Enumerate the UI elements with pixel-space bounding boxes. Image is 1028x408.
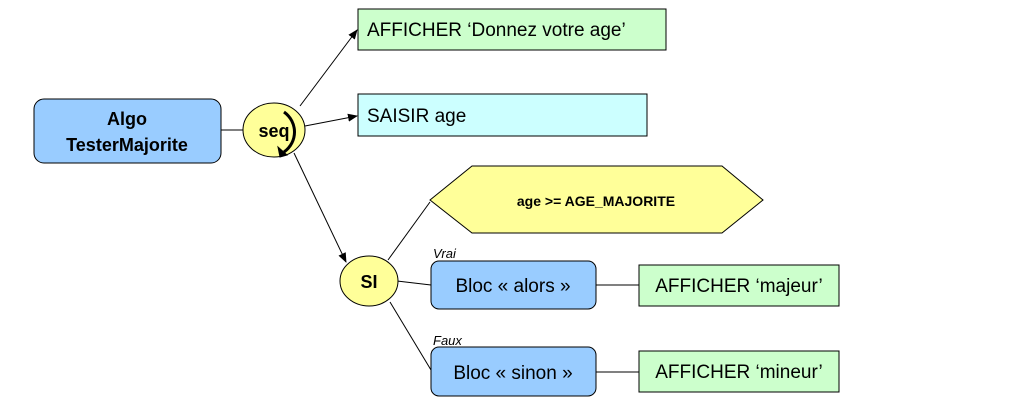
afficher-majeur-box xyxy=(638,264,840,307)
edge-seq-si xyxy=(293,152,347,263)
bloc-sinon-label: Bloc « sinon » xyxy=(453,363,572,384)
si-node-label: SI xyxy=(360,272,377,292)
afficher-mineur-label: AFFICHER ‘mineur’ xyxy=(655,362,823,383)
bloc-alors-label: Bloc « alors » xyxy=(455,276,570,297)
seq-node: seq xyxy=(242,102,306,158)
root-node-name: TesterMajorite xyxy=(66,135,188,155)
seq-node-label: seq xyxy=(258,121,289,141)
edge-seq-afficher-age xyxy=(299,29,358,107)
condition-node: age >= AGE_MAJORITE xyxy=(429,165,764,234)
afficher-mineur-node: AFFICHER ‘mineur’ xyxy=(638,350,840,393)
afficher-majeur-node: AFFICHER ‘majeur’ xyxy=(638,264,840,307)
sequence-loop-arrow-icon xyxy=(277,145,289,158)
condition-label: age >= AGE_MAJORITE xyxy=(517,193,675,209)
afficher-mineur-box xyxy=(638,350,840,393)
edge-si-bloc-alors xyxy=(396,280,432,286)
branch-true-label: Vrai xyxy=(433,246,457,261)
bloc-alors-box xyxy=(430,260,597,310)
root-node-box xyxy=(33,98,222,164)
condition-hexagon xyxy=(429,165,764,234)
edge-seq-saisir-age xyxy=(304,113,358,127)
edge-si-condition xyxy=(387,201,431,261)
si-node: SI xyxy=(339,255,399,307)
bloc-sinon-box xyxy=(430,346,597,397)
sequence-loop-icon xyxy=(283,110,296,154)
si-node-circle xyxy=(339,255,399,307)
root-node-title: Algo xyxy=(107,109,147,129)
saisir-age-box xyxy=(357,93,648,137)
afficher-majeur-label: AFFICHER ‘majeur’ xyxy=(655,276,823,297)
afficher-age-box xyxy=(357,8,667,51)
saisir-age-label: SAISIR age xyxy=(367,106,466,127)
afficher-age-label: AFFICHER ‘Donnez votre age’ xyxy=(367,20,626,41)
edge-si-bloc-sinon xyxy=(389,301,432,371)
root-node: Algo TesterMajorite xyxy=(33,98,222,164)
bloc-sinon-node: Bloc « sinon » xyxy=(430,346,597,397)
bloc-alors-node: Bloc « alors » xyxy=(430,260,597,310)
afficher-age-node: AFFICHER ‘Donnez votre age’ xyxy=(357,8,667,51)
connectors xyxy=(221,29,639,373)
branch-false-label: Faux xyxy=(433,333,462,348)
saisir-age-node: SAISIR age xyxy=(357,93,648,137)
